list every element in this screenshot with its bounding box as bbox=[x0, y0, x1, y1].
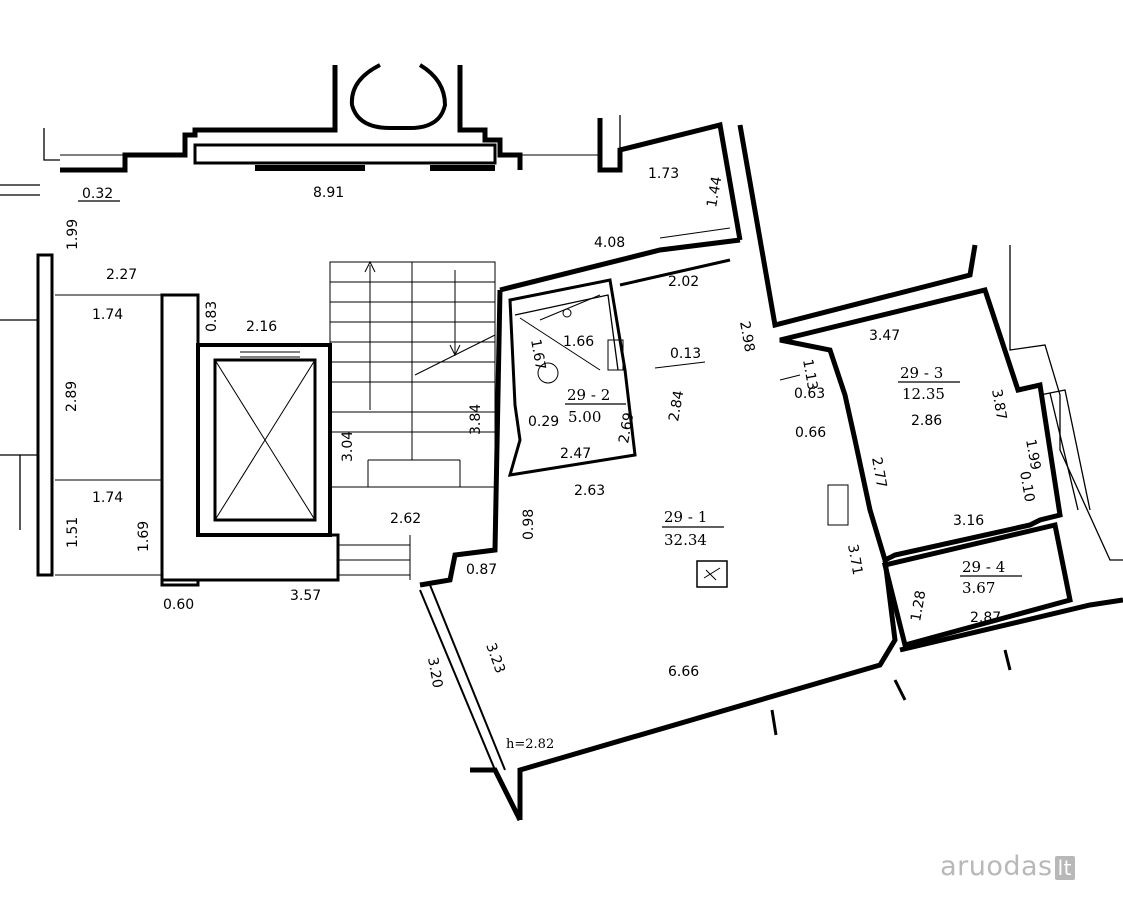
dim-0-87: 0.87 bbox=[466, 562, 497, 578]
dim-0-13: 0.13 bbox=[670, 346, 701, 362]
dim-1-44: 1.44 bbox=[704, 175, 725, 209]
dim-1-74-top: 1.74 bbox=[92, 307, 123, 323]
dim-3-47: 3.47 bbox=[869, 328, 900, 344]
watermark-brand: aruodas bbox=[940, 851, 1053, 882]
dim-0-10: 0.10 bbox=[1016, 470, 1037, 503]
dim-2-02: 2.02 bbox=[668, 274, 699, 290]
dimension-labels: 0.32 8.91 1.73 1.44 1.99 4.08 2.27 1.74 … bbox=[64, 166, 1043, 752]
dim-2-69: 2.69 bbox=[616, 411, 637, 444]
dim-2-84: 2.84 bbox=[666, 389, 687, 423]
dim-0-63: 0.63 bbox=[794, 386, 825, 402]
dim-8-91: 8.91 bbox=[313, 185, 344, 201]
dim-3-87: 3.87 bbox=[988, 388, 1009, 421]
dim-3-20: 3.20 bbox=[424, 656, 445, 689]
dim-1-99-left: 1.99 bbox=[65, 219, 81, 250]
dim-2-98: 2.98 bbox=[736, 320, 757, 353]
dim-2-86: 2.86 bbox=[911, 413, 942, 429]
dim-0-98: 0.98 bbox=[521, 509, 537, 540]
dim-2-63: 2.63 bbox=[574, 483, 605, 499]
dim-2-27: 2.27 bbox=[106, 267, 137, 283]
stairs bbox=[329, 260, 496, 580]
room-29-2-area: 5.00 bbox=[568, 408, 601, 426]
dim-1-28: 1.28 bbox=[908, 589, 929, 622]
room-29-4-area: 3.67 bbox=[962, 579, 995, 597]
dim-3-23: 3.23 bbox=[482, 641, 508, 676]
watermark-tld: lt bbox=[1054, 856, 1075, 880]
dim-6-66: 6.66 bbox=[668, 664, 699, 680]
dim-2-16: 2.16 bbox=[246, 319, 277, 335]
dim-1-67: 1.67 bbox=[527, 338, 548, 371]
dim-0-60: 0.60 bbox=[163, 597, 194, 613]
room-29-1-id: 29 - 1 bbox=[664, 508, 707, 526]
dim-2-87: 2.87 bbox=[970, 610, 1001, 626]
dim-0-66: 0.66 bbox=[795, 425, 826, 441]
walls bbox=[0, 63, 1123, 822]
ceiling-height: h=2.82 bbox=[506, 737, 554, 752]
dim-0-32: 0.32 bbox=[82, 186, 113, 202]
room-29-3-id: 29 - 3 bbox=[900, 364, 943, 382]
dim-2-89: 2.89 bbox=[64, 381, 80, 412]
dim-3-71: 3.71 bbox=[844, 543, 865, 576]
room-29-3-area: 12.35 bbox=[902, 385, 945, 403]
dim-3-16: 3.16 bbox=[953, 513, 984, 529]
room-29-1-area: 32.34 bbox=[664, 531, 707, 549]
dim-1-66: 1.66 bbox=[563, 334, 594, 350]
dim-1-69: 1.69 bbox=[136, 521, 152, 552]
dim-1-13: 1.13 bbox=[799, 358, 820, 391]
dim-0-29: 0.29 bbox=[528, 414, 559, 430]
dim-4-08: 4.08 bbox=[594, 235, 625, 251]
room-29-4-id: 29 - 4 bbox=[962, 558, 1005, 576]
room-labels: 29 - 1 32.34 29 - 2 5.00 29 - 3 12.35 29… bbox=[565, 364, 1022, 597]
dim-3-04: 3.04 bbox=[340, 431, 356, 462]
dim-0-83: 0.83 bbox=[204, 301, 220, 332]
dim-2-47: 2.47 bbox=[560, 446, 591, 462]
dim-2-62: 2.62 bbox=[390, 511, 421, 527]
dim-1-74-bottom: 1.74 bbox=[92, 490, 123, 506]
dim-3-57: 3.57 bbox=[290, 588, 321, 604]
room-29-2-id: 29 - 2 bbox=[567, 386, 610, 404]
dim-1-73: 1.73 bbox=[648, 166, 679, 182]
dim-2-77: 2.77 bbox=[868, 456, 889, 489]
dim-1-99-right: 1.99 bbox=[1022, 438, 1043, 471]
dim-3-84: 3.84 bbox=[468, 404, 484, 435]
dim-1-51: 1.51 bbox=[65, 517, 81, 548]
